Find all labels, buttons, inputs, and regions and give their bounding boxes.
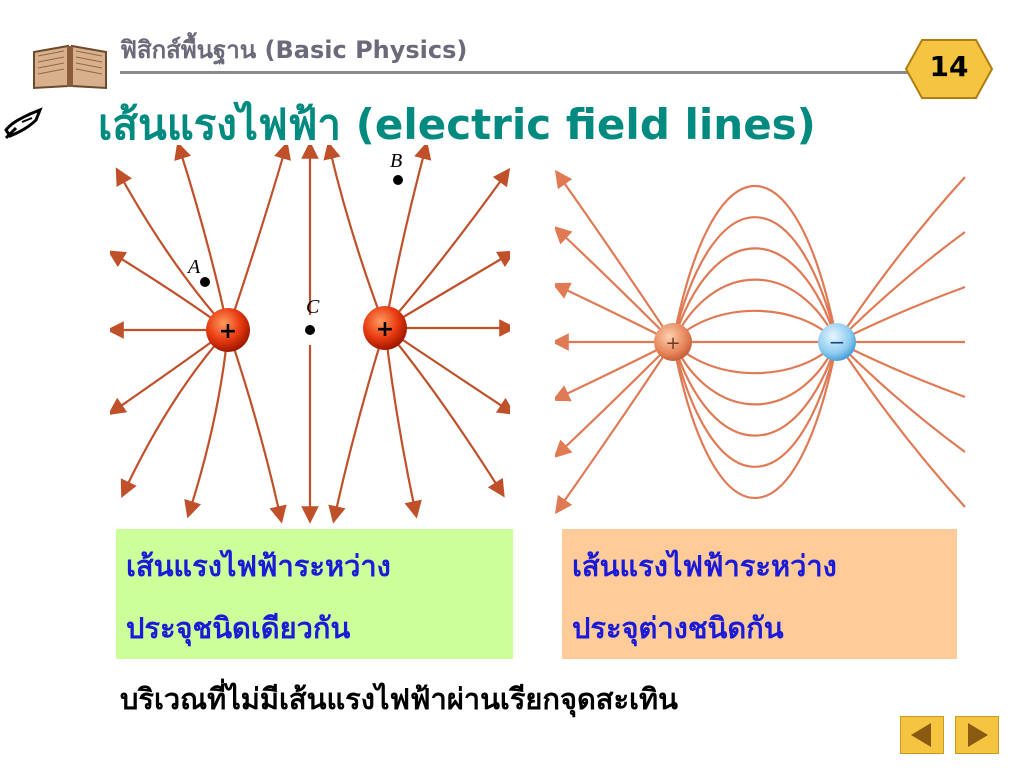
field-line xyxy=(830,335,966,453)
field-line xyxy=(226,145,291,331)
field-line xyxy=(328,327,387,524)
field-line xyxy=(120,329,229,498)
header-divider xyxy=(120,71,910,74)
point-a-dot xyxy=(200,277,210,287)
field-line xyxy=(184,329,230,519)
field-line xyxy=(383,327,422,519)
caption-line: เส้นแรงไฟฟ้าระหว่าง xyxy=(572,549,837,583)
field-line xyxy=(671,341,839,468)
field-line xyxy=(555,169,674,343)
page-number: 14 xyxy=(929,50,969,83)
field-line xyxy=(383,145,432,329)
field-lines-left xyxy=(110,145,510,524)
negative-charge xyxy=(818,323,856,361)
book-icon xyxy=(33,44,107,90)
field-line xyxy=(672,309,838,343)
point-label-c: C xyxy=(306,296,320,318)
field-line xyxy=(672,341,838,406)
point-label-b: B xyxy=(390,150,402,172)
point-b-dot xyxy=(393,175,403,185)
caption-line: เส้นแรงไฟฟ้าระหว่าง xyxy=(126,549,391,583)
positive-charge-left xyxy=(206,308,250,352)
field-line xyxy=(832,334,966,508)
field-line xyxy=(384,327,510,415)
point-label-a: A xyxy=(186,256,201,278)
field-line xyxy=(115,167,229,331)
charge-sign: + xyxy=(219,319,237,344)
header-title: ฟิสิกส์พื้นฐาน (Basic Physics) xyxy=(120,36,468,64)
next-slide-button[interactable] xyxy=(955,716,999,754)
charge-sign: + xyxy=(376,317,394,342)
unlike-charges-field-diagram: + − xyxy=(555,169,966,515)
positive-charge xyxy=(654,323,692,361)
caption-like-charges: เส้นแรงไฟฟ้าระหว่าง ประจุชนิดเดียวกัน xyxy=(116,529,513,659)
field-line xyxy=(832,176,966,350)
point-c-dot xyxy=(305,325,315,335)
field-line xyxy=(555,341,674,515)
charge-sign: − xyxy=(829,330,846,354)
field-line xyxy=(671,341,839,499)
field-line xyxy=(671,185,839,343)
neutral-point-note: บริเวณที่ไม่มีเส้นแรงไฟฟ้าผ่านเรียกจุดสะ… xyxy=(120,682,678,716)
caption-unlike-charges: เส้นแรงไฟฟ้าระหว่าง ประจุต่างชนิดกัน xyxy=(562,529,957,659)
field-line xyxy=(555,225,674,343)
field-line xyxy=(323,145,387,329)
field-line xyxy=(671,247,839,343)
slide-title: เส้นแรงไฟฟ้า (electric field lines) xyxy=(98,100,816,149)
caption-line: ประจุชนิดเดียวกัน xyxy=(126,611,351,645)
caption-line: ประจุต่างชนิดกัน xyxy=(572,611,784,645)
field-line xyxy=(672,278,838,343)
previous-slide-button[interactable] xyxy=(900,716,944,754)
field-line xyxy=(672,341,838,375)
field-lines-right xyxy=(555,169,966,515)
field-line xyxy=(226,329,287,524)
like-charges-field-diagram: + + A B C xyxy=(110,145,510,524)
field-line xyxy=(671,216,839,343)
charge-sign: + xyxy=(665,333,680,354)
field-line xyxy=(830,231,966,349)
right-triangle-icon xyxy=(968,723,988,747)
left-triangle-icon xyxy=(911,723,931,747)
positive-charge-right xyxy=(363,306,407,350)
field-line xyxy=(555,341,674,459)
field-line xyxy=(384,327,505,498)
field-line xyxy=(384,167,510,329)
field-line xyxy=(671,341,839,437)
page-number-badge xyxy=(904,39,994,99)
pen-writing-icon xyxy=(4,107,43,140)
